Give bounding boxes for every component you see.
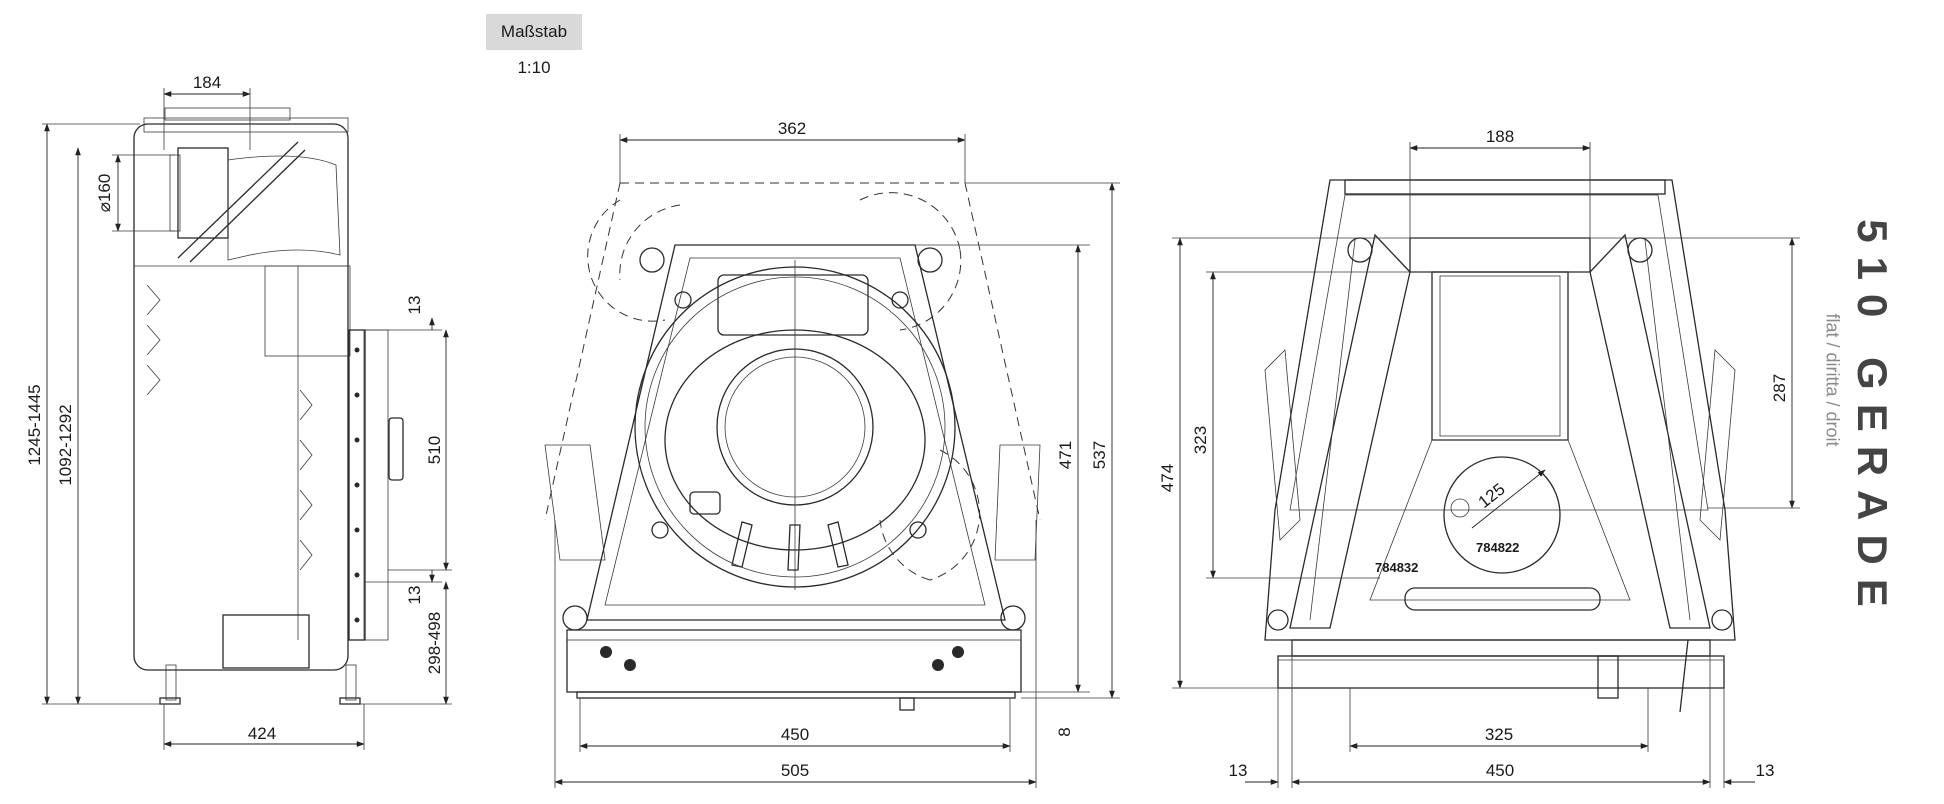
dim-front-top-width: 362 — [778, 119, 806, 138]
side-door — [348, 329, 366, 641]
model-subtitle: flat / diritta / droit — [1822, 313, 1843, 447]
dim-front-base-inner: 450 — [781, 725, 809, 744]
dim-flue-diameter: ⌀160 — [95, 174, 114, 213]
dim-side-top-width: 184 — [193, 73, 221, 92]
dim-rear-opening: 125 — [1475, 479, 1509, 511]
dim-side-overall-height: 1245-1445 — [25, 384, 44, 465]
rear-view: 125 784822 784832 188 474 323 — [1158, 127, 1800, 788]
dim-feet-height: 298-498 — [425, 612, 444, 674]
dim-side-depth: 424 — [248, 724, 276, 743]
dim-rear-top-width: 188 — [1486, 127, 1514, 146]
side-body — [133, 123, 349, 671]
rear-flue-opening — [1443, 456, 1561, 574]
dim-door-height: 510 — [425, 436, 444, 464]
dim-front-height-inner: 471 — [1056, 441, 1075, 469]
title-block: 510 GERADE flat / diritta / droit — [1823, 219, 1930, 620]
dim-rear-base-inner: 325 — [1485, 725, 1513, 744]
dim-door-bottom-gap: 13 — [405, 586, 424, 605]
dim-rear-right-margin: 13 — [1756, 761, 1775, 780]
flue-collar — [177, 147, 229, 239]
side-view: 184 1245-1445 1092-1292 ⌀160 13 510 13 2… — [25, 73, 452, 750]
front-view: 362 471 537 450 505 8 — [544, 119, 1120, 788]
dim-door-top-gap: 13 — [405, 296, 424, 315]
dim-rear-left-outer: 474 — [1158, 464, 1177, 492]
dim-side-body-height: 1092-1292 — [56, 404, 75, 485]
dim-front-height-outer: 537 — [1090, 441, 1109, 469]
model-title: 510 GERADE — [1849, 219, 1896, 621]
scale-label: Maßstab 1:10 — [486, 14, 582, 77]
dim-rear-base-outer: 450 — [1486, 761, 1514, 780]
front-body — [586, 244, 1006, 621]
dim-rear-left-margin: 13 — [1229, 761, 1248, 780]
rear-frame — [1264, 179, 1736, 641]
dim-front-base-outer: 505 — [781, 761, 809, 780]
part-number-2: 784832 — [1375, 560, 1418, 575]
dim-rear-left-inner: 323 — [1191, 426, 1210, 454]
dim-front-bottom-offset: 8 — [1055, 727, 1074, 736]
part-number-1: 784822 — [1476, 540, 1519, 555]
dim-rear-right-height: 287 — [1770, 374, 1789, 402]
rear-window — [1431, 271, 1569, 441]
door-handle — [388, 417, 404, 481]
